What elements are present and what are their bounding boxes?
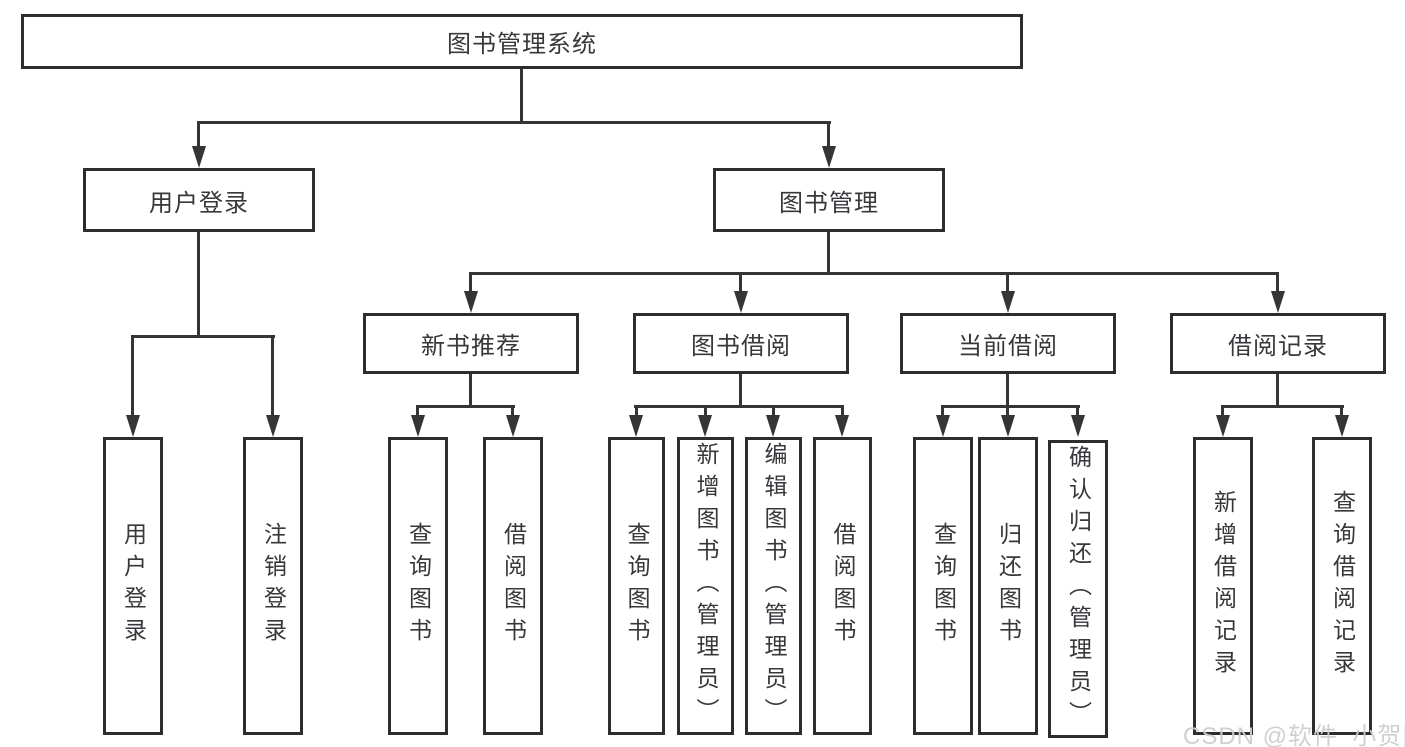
node-new-book-recommend: 新书推荐 [363,313,579,374]
node-user-login: 用户登录 [83,168,315,232]
arrow-down-icon [698,415,712,437]
arrow-down-icon [506,415,520,437]
connector [416,405,515,408]
node-label: 借阅图书 [830,522,856,650]
leaf-confirm-return-admin: 确认归还（管理员） [1048,440,1108,738]
connector [416,405,419,415]
connector [941,405,1080,408]
connector [131,335,275,338]
connector [1276,374,1279,407]
arrow-down-icon [835,415,849,437]
connector [1276,272,1279,291]
node-label: 归还图书 [995,522,1022,650]
connector [1221,405,1224,415]
arrow-down-icon [464,291,478,313]
connector [1006,374,1009,407]
connector [772,405,775,415]
arrow-down-icon [629,415,643,437]
node-label: 图书借阅 [691,333,791,360]
connector [704,405,707,415]
arrow-down-icon [1071,415,1085,437]
arrow-down-icon [266,415,280,437]
connector [1221,405,1344,408]
connector [841,405,844,415]
connector [827,121,830,147]
leaf-borrow-books: 借阅图书 [813,437,872,735]
leaf-query-books: 查询图书 [608,437,665,735]
connector [739,374,742,407]
connector [271,335,274,415]
arrow-down-icon [734,291,748,313]
connector [511,405,514,415]
arrow-down-icon [126,415,140,437]
node-root: 图书管理系统 [21,14,1023,69]
node-book-borrow: 图书借阅 [633,313,849,374]
csdn-watermark: CSDN @软件_小贺同学 [1183,723,1405,747]
leaf-logout: 注销登录 [243,437,303,735]
node-book-management: 图书管理 [713,168,945,232]
leaf-return-books: 归还图书 [978,437,1038,735]
connector [1340,405,1343,415]
leaf-query-borrow-record: 查询借阅记录 [1312,437,1372,735]
connector [469,374,472,407]
connector [131,335,134,415]
leaf-edit-books-admin: 编辑图书（管理员） [745,437,802,735]
node-label: 用户登录 [120,522,147,650]
arrow-down-icon [1335,415,1349,437]
node-label: 用户登录 [149,189,249,217]
connector [520,69,523,122]
connector [197,121,831,124]
node-label: 借阅记录 [1228,333,1328,360]
node-label: 借阅图书 [500,522,527,650]
arrow-down-icon [1001,415,1015,437]
connector [1076,405,1079,415]
arrow-down-icon [1271,291,1285,313]
node-label: 新增图书（管理员） [693,442,719,730]
arrow-down-icon [766,415,780,437]
leaf-add-borrow-record: 新增借阅记录 [1193,437,1253,735]
node-label: 查询图书 [405,522,432,650]
node-label: 新书推荐 [421,333,521,360]
node-label: 图书管理 [779,189,879,217]
node-label: 新增借阅记录 [1210,490,1237,682]
arrow-down-icon [192,146,206,168]
arrow-down-icon [1216,415,1230,437]
node-label: 编辑图书（管理员） [761,442,787,730]
connector [634,405,844,408]
connector [1006,272,1009,291]
connector [469,272,472,291]
arrow-down-icon [936,415,950,437]
leaf-add-books-admin: 新增图书（管理员） [677,437,734,735]
connector [469,272,1279,275]
node-label: 查询图书 [930,522,957,650]
connector [827,232,830,275]
node-borrow-records: 借阅记录 [1170,313,1386,374]
leaf-user-login: 用户登录 [103,437,163,735]
connector [635,405,638,415]
connector [941,405,944,415]
node-current-borrow: 当前借阅 [900,313,1116,374]
leaf-borrow-books: 借阅图书 [483,437,543,735]
leaf-query-books: 查询图书 [388,437,448,735]
connector [739,272,742,291]
node-label: 查询图书 [624,522,650,650]
node-label: 图书管理系统 [447,31,597,58]
connector [197,232,200,337]
node-label: 当前借阅 [958,333,1058,360]
node-label: 查询借阅记录 [1329,490,1356,682]
connector [1006,405,1009,415]
node-label: 注销登录 [260,522,287,650]
node-label: 确认归还（管理员） [1065,445,1092,733]
leaf-query-books: 查询图书 [913,437,973,735]
arrow-down-icon [1001,291,1015,313]
arrow-down-icon [411,415,425,437]
connector [197,121,200,147]
arrow-down-icon [822,146,836,168]
